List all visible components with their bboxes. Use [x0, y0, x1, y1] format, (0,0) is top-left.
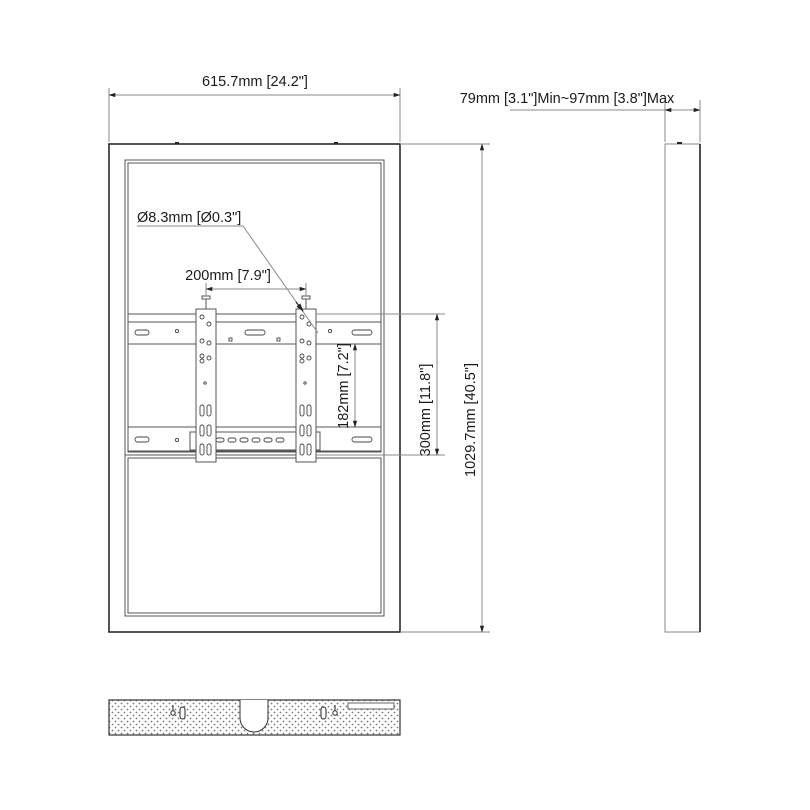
rail-spacing-label: 182mm [7.2"] [336, 343, 352, 429]
bracket-height-label: 300mm [11.8"] [418, 364, 434, 457]
bracket-spacing-label: 200mm [7.9"] [185, 268, 271, 284]
rail-spacing-dimension: 182mm [7.2"] [336, 343, 358, 429]
upper-rail [127, 313, 382, 345]
depth-dimension: 79mm [3.1"]Min~97mm [3.8"]Max [460, 91, 701, 142]
overall-height-label: 1029.7mm [40.5"] [463, 363, 479, 477]
left-vertical-bracket [195, 294, 217, 463]
bracket-height-dimension: 300mm [11.8"] [316, 313, 445, 457]
right-vertical-bracket [295, 294, 317, 463]
hole-diameter-callout: Ø8.3mm [Ø0.3"] [137, 210, 319, 334]
lower-rail [127, 426, 382, 452]
bottom-view [108, 699, 401, 736]
overall-width-label: 615.7mm [24.2"] [202, 74, 308, 90]
bracket-spacing-dimension: 200mm [7.9"] [185, 268, 307, 296]
depth-label: 79mm [3.1"]Min~97mm [3.8"]Max [460, 91, 675, 107]
front-view [108, 142, 401, 633]
overall-width-dimension: 615.7mm [24.2"] [108, 74, 401, 142]
side-view [664, 142, 701, 633]
hole-diameter-label: Ø8.3mm [Ø0.3"] [137, 210, 241, 226]
overall-height-dimension: 1029.7mm [40.5"] [400, 143, 490, 633]
